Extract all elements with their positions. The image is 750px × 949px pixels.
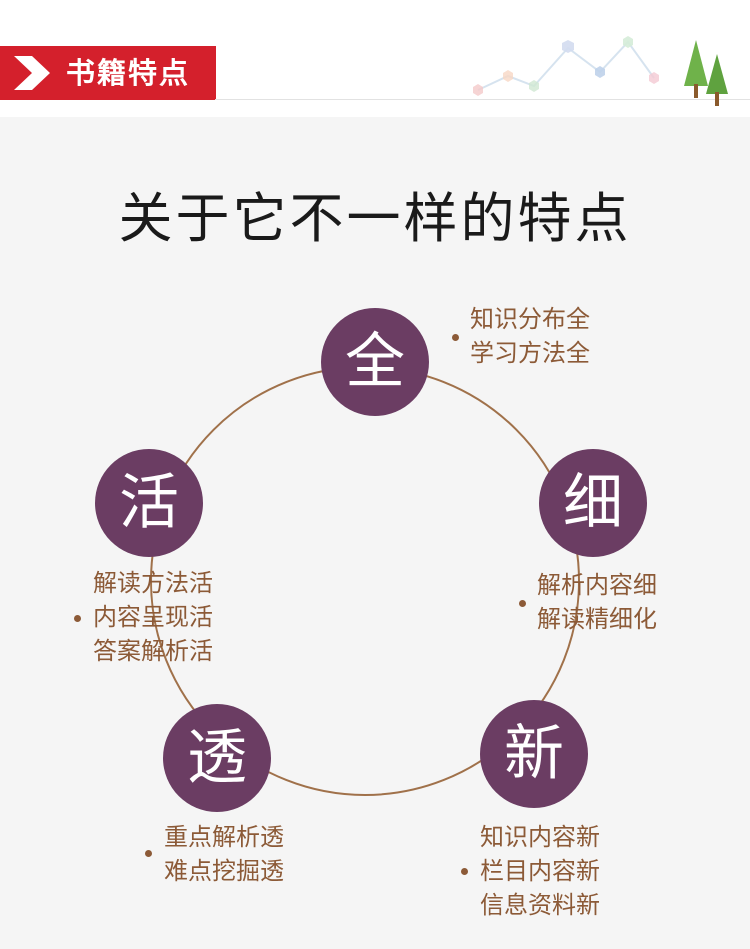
- feature-text-tou: 重点解析透 难点挖掘透: [164, 820, 284, 888]
- feature-line: 知识分布全: [470, 305, 590, 333]
- feature-line: 解读精细化: [537, 605, 657, 633]
- bullet-dot: [519, 600, 526, 607]
- feature-node-quan: 全: [321, 308, 429, 416]
- bullet-dot: [74, 615, 81, 622]
- feature-text-xi: 解析内容细 解读精细化: [537, 568, 657, 636]
- feature-node-xin: 新: [480, 700, 588, 808]
- hexagon-trees-decoration: [473, 36, 728, 106]
- feature-line: 内容呈现活: [93, 603, 213, 631]
- feature-line: 解析内容细: [537, 571, 657, 599]
- tree-icon: [684, 40, 708, 98]
- feature-text-quan: 知识分布全 学习方法全: [470, 302, 590, 370]
- feature-line: 答案解析活: [93, 637, 213, 665]
- feature-line: 解读方法活: [93, 569, 213, 597]
- chevron-right-icon: [14, 56, 50, 90]
- feature-line: 重点解析透: [164, 823, 284, 851]
- feature-line: 栏目内容新: [480, 857, 600, 885]
- feature-node-xi: 细: [539, 449, 647, 557]
- feature-text-huo: 解读方法活 内容呈现活 答案解析活: [93, 566, 213, 668]
- feature-line: 信息资料新: [480, 891, 600, 919]
- feature-text-xin: 知识内容新 栏目内容新 信息资料新: [480, 820, 600, 922]
- header-divider: [215, 99, 750, 100]
- feature-line: 知识内容新: [480, 823, 600, 851]
- section-banner: 书籍特点: [0, 46, 216, 100]
- feature-node-tou: 透: [163, 704, 271, 812]
- feature-line: 难点挖掘透: [164, 857, 284, 885]
- page-header: 书籍特点: [0, 0, 750, 112]
- bullet-dot: [461, 868, 468, 875]
- page-headline: 关于它不一样的特点: [118, 187, 632, 250]
- bullet-dot: [145, 850, 152, 857]
- feature-node-huo: 活: [95, 449, 203, 557]
- feature-line: 学习方法全: [470, 339, 590, 367]
- section-title: 书籍特点: [66, 56, 191, 90]
- bullet-dot: [452, 334, 459, 341]
